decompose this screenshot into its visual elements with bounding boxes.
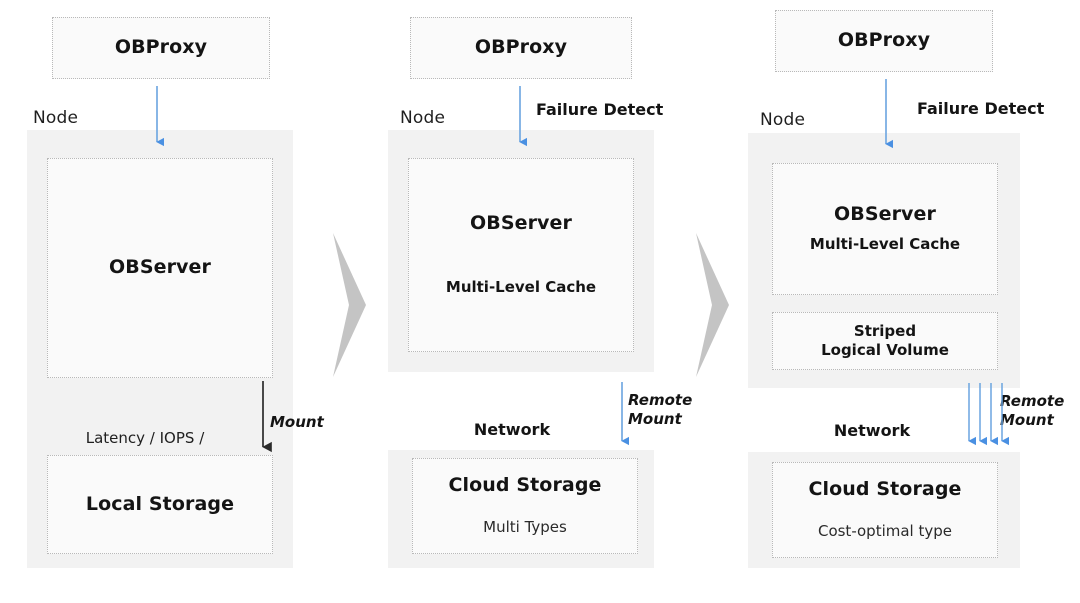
panel-cloud: OBProxy Node Failure Detect OBServer Mul… [388, 17, 693, 568]
obproxy-label: OBProxy [837, 29, 931, 52]
network-heading: Network [473, 419, 551, 439]
observer-box-2[interactable]: OBServer Multi-Level Cache [408, 158, 634, 352]
observer-title: OBServer [469, 212, 573, 235]
remote-mount-label-3: Remote Mount [1000, 392, 1065, 429]
cloud-storage-title: Cloud Storage [448, 474, 602, 497]
observer-box-1[interactable]: OBServer [47, 158, 273, 378]
cloud-storage-box-3[interactable]: Cloud Storage Cost-optimal type [772, 462, 998, 558]
local-storage-title: Local Storage [85, 492, 235, 515]
volume-line1: Striped [853, 321, 917, 340]
observer-sub: Multi-Level Cache [809, 235, 961, 254]
cloud-storage-sub: Multi Types [483, 518, 567, 537]
network-heading: Network [833, 420, 911, 440]
striped-logical-volume-box[interactable]: Striped Logical Volume [772, 312, 998, 370]
observer-title: OBServer [833, 203, 937, 226]
node-label-1: Node [33, 108, 79, 128]
diagram-canvas: OBProxy Node OBServer Latency / IOPS / B… [0, 0, 1065, 583]
node-label-3: Node [760, 110, 806, 130]
node-label-2: Node [400, 108, 446, 128]
obproxy-box-3[interactable]: OBProxy [775, 10, 993, 72]
mount-label-1: Mount [270, 413, 324, 431]
obproxy-box-1[interactable]: OBProxy [52, 17, 270, 79]
volume-line2: Logical Volume [821, 341, 949, 359]
observer-sub: Multi-Level Cache [445, 278, 597, 297]
failure-detect-label-2: Failure Detect [536, 100, 664, 119]
cloud-storage-sub: Cost-optimal type [817, 522, 953, 541]
local-storage-box[interactable]: Local Storage [47, 455, 273, 554]
obproxy-label: OBProxy [474, 36, 568, 59]
remote-mount-label-2: Remote Mount [628, 391, 693, 428]
obproxy-box-2[interactable]: OBProxy [410, 17, 632, 79]
observer-title: OBServer [108, 256, 212, 279]
obproxy-label: OBProxy [114, 36, 208, 59]
failure-detect-label-3: Failure Detect [917, 99, 1045, 118]
panel-striped: OBProxy Node Failure Detect OBServer Mul… [748, 10, 1065, 568]
observer-box-3[interactable]: OBServer Multi-Level Cache [772, 163, 998, 295]
link-metrics-line1: Latency / IOPS / [85, 428, 205, 447]
panel-local: OBProxy Node OBServer Latency / IOPS / B… [0, 0, 330, 583]
cloud-storage-title: Cloud Storage [808, 478, 962, 501]
cloud-storage-box-2[interactable]: Cloud Storage Multi Types [412, 458, 638, 554]
